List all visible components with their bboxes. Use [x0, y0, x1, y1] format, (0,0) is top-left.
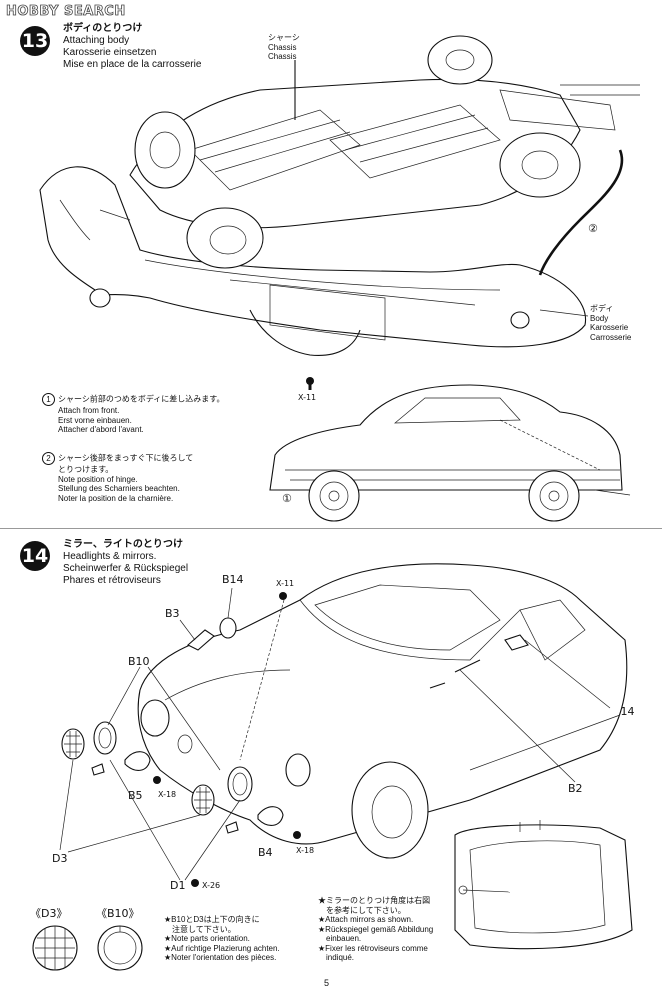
- note-orientation: ★B10とD3は上下の向きに 注意して下さい。 ★Note parts orie…: [164, 915, 324, 963]
- part-b4: B4: [258, 846, 273, 859]
- inverted-car-body-drawing: [39, 166, 587, 356]
- note-1-jp: シャーシ前部のつめをボディに差し込みます。: [58, 394, 225, 404]
- note-mirror-fr: ★Fixer les rétroviseurs comme: [318, 943, 428, 953]
- note-mirror-jp: ★ミラーのとりつけ角度は右図: [318, 896, 431, 905]
- note-orientation-de: ★Auf richtige Plazierung achten.: [164, 943, 280, 953]
- page-number: 5: [324, 978, 330, 988]
- part-b5: B5: [128, 789, 143, 802]
- note-1-number: 1: [42, 393, 55, 406]
- step-14-title-jp: ミラー、ライトのとりつけ: [63, 539, 183, 550]
- note-mirror-fr2: indiqué.: [326, 953, 355, 962]
- headlight-ring-b10-left: [93, 721, 117, 755]
- assembled-car-side-drawing: [269, 384, 631, 522]
- body-label-en: Body: [590, 313, 609, 323]
- headlight-ring-b10-right: [227, 766, 253, 802]
- note-orientation-en: ★Note parts orientation.: [164, 934, 250, 943]
- step-14-title-fr: Phares et rétroviseurs: [63, 575, 161, 586]
- part-leader-lines: [59, 587, 611, 881]
- body-label: ボディ Body Karosserie Carrosserie: [590, 304, 631, 342]
- note-orientation-jp: ★B10とD3は上下の向きに: [164, 915, 260, 924]
- note-mirror-en: ★Attach mirrors as shown.: [318, 915, 414, 924]
- part-d3: D3: [52, 852, 68, 865]
- body-label-jp: ボディ: [590, 304, 614, 313]
- turn-signal-b5: [91, 751, 151, 776]
- note-1-en: Attach from front.: [58, 406, 120, 415]
- step-14-badge: 14: [20, 541, 50, 571]
- screw-x11-icon: [306, 377, 314, 390]
- step-13-badge: 13: [20, 26, 50, 56]
- chassis-label: シャーシ Chassis Chassis: [268, 33, 300, 62]
- note-2-jp2: とりつけます。: [58, 465, 114, 474]
- chassis-label-jp: シャーシ: [268, 33, 300, 42]
- headlight-lens-d3-left: [61, 728, 85, 760]
- detail-b10-icon: [97, 925, 143, 971]
- note-mirror-de: ★Rückspiegel gemäß Abbildung: [318, 924, 434, 934]
- step-14-title-en: Headlights & mirrors.: [63, 551, 157, 562]
- part-d1: D1: [170, 879, 186, 892]
- detail-d3-label: 《D3》: [30, 907, 68, 920]
- car-three-quarter-drawing: [137, 563, 628, 859]
- part-b14-top: B14: [222, 573, 244, 586]
- chassis-label-en: Chassis: [268, 42, 297, 52]
- note-orientation-jp2: 注意して下さい。: [172, 924, 236, 934]
- note-2-jp: シャーシ後部をまっすぐ下に後ろして: [58, 453, 194, 463]
- screw-x11-label: X-11: [298, 393, 317, 402]
- step-14-title: ミラー、ライトのとりつけ Headlights & mirrors. Schei…: [63, 539, 188, 587]
- step-14-title-de: Scheinwerfer & Rückspiegel: [63, 563, 189, 574]
- note-mirror-de2: einbauen.: [326, 934, 362, 943]
- note-orientation-fr: ★Noter l'orientation des pièces.: [164, 953, 277, 962]
- part-b2: B2: [568, 782, 583, 795]
- body-label-fr: Carrosserie: [590, 332, 632, 342]
- marker-1-car: ①: [282, 492, 292, 505]
- step-13-title-fr: Mise en place de la carrosserie: [63, 59, 202, 70]
- step-13-title-en: Attaching body: [63, 35, 130, 46]
- note-2-number: 2: [42, 452, 55, 465]
- detail-b10-label: 《B10》: [96, 907, 140, 920]
- part-x18-b: X-18: [296, 846, 315, 855]
- part-b3: B3: [165, 607, 180, 620]
- note-1-fr: Attacher d'abord l'avant.: [58, 425, 144, 434]
- note-mirror: ★ミラーのとりつけ角度は右図 を参考にして下さい。 ★Attach mirror…: [318, 896, 468, 963]
- section-divider: [0, 528, 662, 529]
- chassis-drawing: [99, 35, 640, 276]
- headlight-lens-d3-right: [191, 784, 215, 816]
- body-leader-line: [539, 309, 589, 317]
- chassis-label-de: Chassis: [268, 52, 297, 61]
- part-b10: B10: [128, 655, 150, 668]
- body-label-de: Karosserie: [590, 323, 629, 332]
- part-x11: X-11: [276, 579, 295, 588]
- step-13-title-de: Karosserie einsetzen: [63, 47, 157, 58]
- turn-signal-b4: [225, 806, 284, 834]
- note-2-en: Note position of hinge.: [58, 474, 138, 484]
- note-2-de: Stellung des Scharniers beachten.: [58, 484, 180, 493]
- marker-2-top: ②: [588, 222, 598, 235]
- mirror-angle-inset-drawing: [454, 820, 633, 950]
- part-x26: X-26: [202, 881, 221, 890]
- step-13-title: ボディのとりつけ Attaching body Karosserie einse…: [63, 23, 201, 71]
- step-13-title-jp: ボディのとりつけ: [63, 23, 143, 34]
- note-1-de: Erst vorne einbauen.: [58, 415, 132, 425]
- note-mirror-jp2: を参考にして下さい。: [326, 905, 406, 915]
- note-2-fr: Noter la position de la charnière.: [58, 493, 174, 503]
- part-x18-a: X-18: [158, 790, 177, 799]
- detail-d3-icon: [32, 925, 78, 971]
- screw-icons-step14: [153, 592, 301, 887]
- hobby-search-watermark: HOBBY SEARCH: [6, 4, 126, 20]
